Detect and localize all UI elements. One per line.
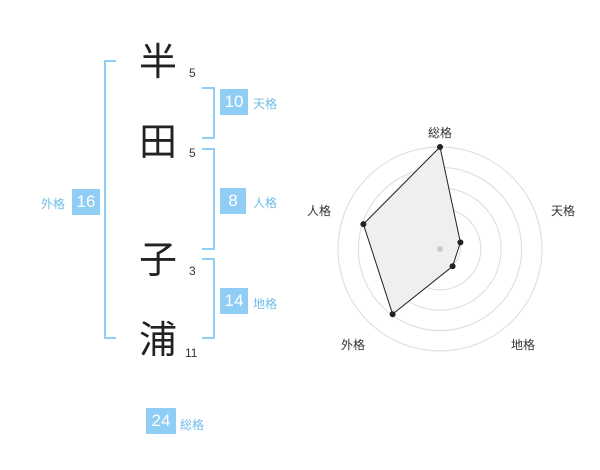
gaikaku-bracket — [104, 60, 116, 339]
gaikaku-value: 16 — [72, 189, 100, 215]
jinkaku-label: 人格 — [253, 196, 278, 210]
radar-label-jinkaku: 人格 — [307, 204, 332, 218]
stroke-count-4: 11 — [185, 346, 198, 360]
jinkaku-value: 8 — [220, 188, 246, 214]
radar-point-4 — [360, 221, 367, 228]
radar-label-soukaku: 総格 — [428, 126, 453, 140]
tenkaku-value: 10 — [220, 89, 248, 115]
radar-point-2 — [449, 263, 456, 270]
radar-label-tenkaku: 天格 — [551, 204, 576, 218]
stroke-count-2: 5 — [189, 146, 196, 160]
stroke-count-3: 3 — [189, 264, 196, 278]
radar-label-gaikaku: 外格 — [341, 338, 366, 352]
radar-point-0 — [437, 144, 443, 150]
radar-center-dot — [437, 246, 443, 252]
radar-points — [360, 144, 464, 318]
tenkaku-bracket — [202, 87, 215, 139]
chikaku-label: 地格 — [253, 297, 278, 311]
name-char-4: 浦 — [139, 318, 178, 362]
chikaku-bracket — [202, 258, 215, 339]
name-char-2: 田 — [139, 120, 178, 164]
chikaku-value: 14 — [220, 288, 248, 314]
gaikaku-label: 外格 — [41, 197, 66, 211]
radar-series-area — [362, 145, 461, 316]
name-char-3: 子 — [139, 238, 178, 282]
soukaku-value: 24 — [146, 408, 176, 434]
radar-point-1 — [457, 239, 464, 246]
name-char-1: 半 — [139, 40, 178, 84]
jinkaku-bracket — [202, 148, 215, 250]
stroke-count-1: 5 — [189, 66, 196, 80]
radar-label-chikaku: 地格 — [511, 338, 536, 352]
radar-point-3 — [389, 311, 396, 318]
tenkaku-label: 天格 — [253, 97, 278, 111]
soukaku-label: 総格 — [180, 418, 205, 432]
